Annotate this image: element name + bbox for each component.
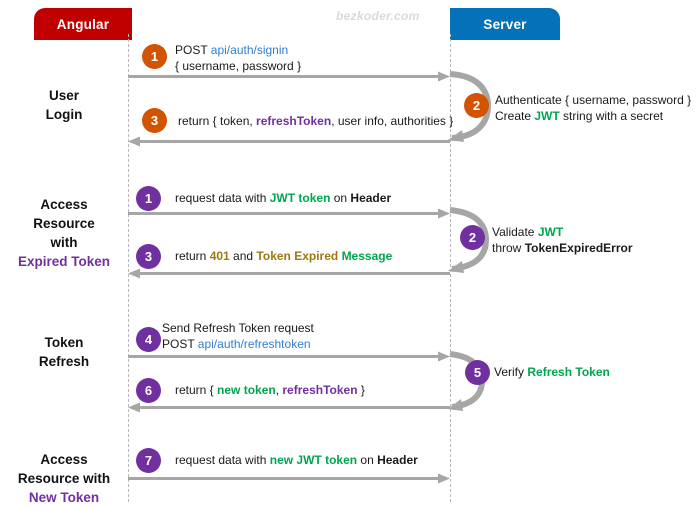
step-bullet-8[interactable]: 5 bbox=[465, 360, 490, 385]
message-request-with-jwt: request data with JWT token on Header bbox=[175, 190, 391, 206]
msg-text: , user info, authorities } bbox=[331, 114, 454, 128]
message-post-signin: POST api/auth/signin { username, passwor… bbox=[175, 42, 301, 74]
msg-refresh-token: refreshToken bbox=[256, 114, 332, 128]
message-verify-refresh-token: Verify Refresh Token bbox=[494, 364, 610, 380]
msg-new-jwt-token: new JWT token bbox=[269, 453, 358, 467]
stage-line-1: Access bbox=[40, 452, 88, 467]
selfloop-validate-jwt bbox=[448, 204, 492, 276]
arrow-request-refresh bbox=[128, 351, 450, 362]
arrow-response-401 bbox=[128, 268, 450, 279]
stage-label-token-refresh: Token Refresh bbox=[0, 333, 128, 371]
msg-text: return { token, bbox=[178, 114, 257, 128]
step-bullet-7[interactable]: 4 bbox=[136, 327, 161, 352]
msg-payload: { username, password } bbox=[175, 59, 302, 73]
stage-line-1: User bbox=[48, 88, 80, 103]
message-return-401: return 401 and Token Expired Message bbox=[175, 248, 392, 264]
stage-line-1: Token bbox=[44, 335, 84, 350]
message-request-with-new-jwt: request data with new JWT token on Heade… bbox=[175, 452, 418, 468]
stage-line-3: New Token bbox=[28, 490, 100, 505]
message-return-tokens: return { token, refreshToken, user info,… bbox=[178, 113, 453, 129]
actor-header-angular: Angular bbox=[34, 8, 132, 40]
msg-jwt: JWT bbox=[537, 225, 564, 239]
msg-jwt: JWT bbox=[534, 109, 560, 123]
stage-line-2: Resource with bbox=[17, 471, 111, 486]
msg-text: Create bbox=[495, 109, 535, 123]
msg-endpoint: api/auth/refreshtoken bbox=[197, 337, 311, 351]
step-bullet-2[interactable]: 2 bbox=[464, 93, 489, 118]
step-bullet-9[interactable]: 6 bbox=[136, 378, 161, 403]
msg-header: Header bbox=[350, 191, 392, 205]
arrow-request-resource-new-token bbox=[128, 473, 450, 484]
stage-label-user-login: User Login bbox=[0, 86, 128, 124]
watermark-text: bezkoder.com bbox=[336, 9, 420, 23]
lifeline-angular bbox=[128, 34, 129, 502]
msg-text: POST bbox=[162, 337, 198, 351]
msg-header: Header bbox=[377, 453, 418, 467]
msg-text: Send Refresh Token request bbox=[162, 321, 314, 335]
message-return-new-token: return { new token, refreshToken } bbox=[175, 382, 365, 398]
arrow-request-signin bbox=[128, 71, 450, 82]
stage-line-3: with bbox=[50, 235, 78, 250]
msg-text: Verify bbox=[494, 365, 528, 379]
step-bullet-6[interactable]: 3 bbox=[136, 244, 161, 269]
stage-line-4: Expired Token bbox=[17, 254, 111, 269]
actor-header-server: Server bbox=[450, 8, 560, 40]
msg-text: } bbox=[357, 383, 365, 397]
msg-jwt-token: JWT token bbox=[269, 191, 331, 205]
step-bullet-1[interactable]: 1 bbox=[142, 44, 167, 69]
msg-text: , bbox=[275, 383, 283, 397]
msg-new-token: new token bbox=[217, 383, 276, 397]
msg-text: on bbox=[330, 191, 351, 205]
message-send-refresh-request: Send Refresh Token request POST api/auth… bbox=[162, 320, 314, 352]
msg-text: string with a secret bbox=[559, 109, 664, 123]
stage-label-access-expired-token: Access Resource with Expired Token bbox=[0, 195, 128, 271]
msg-text: request data with bbox=[175, 191, 270, 205]
actor-label-server: Server bbox=[483, 16, 527, 32]
lifeline-server bbox=[450, 34, 451, 502]
stage-line-2: Login bbox=[45, 107, 83, 122]
msg-text: request data with bbox=[175, 453, 270, 467]
stage-line-1: Access bbox=[40, 197, 88, 212]
message-validate-jwt: Validate JWT throw TokenExpiredError bbox=[492, 224, 633, 256]
msg-token-expired: Token Expired bbox=[256, 249, 342, 263]
msg-status-401: 401 bbox=[209, 249, 230, 263]
msg-refresh-token: refreshToken bbox=[282, 383, 358, 397]
msg-text: POST bbox=[175, 43, 211, 57]
msg-text: Validate bbox=[492, 225, 538, 239]
message-authenticate: Authenticate { username, password } Crea… bbox=[495, 92, 691, 124]
msg-text: on bbox=[357, 453, 378, 467]
msg-text: return bbox=[175, 249, 210, 263]
msg-message: Message bbox=[341, 249, 393, 263]
msg-error: TokenExpiredError bbox=[524, 241, 633, 255]
msg-text: Authenticate { username, password } bbox=[495, 93, 692, 107]
step-bullet-10[interactable]: 7 bbox=[136, 448, 161, 473]
msg-text: return { bbox=[175, 383, 218, 397]
msg-refresh-token: Refresh Token bbox=[527, 365, 610, 379]
msg-text: and bbox=[229, 249, 257, 263]
stage-line-2: Resource bbox=[33, 216, 95, 231]
msg-text: throw bbox=[492, 241, 525, 255]
stage-label-access-new-token: Access Resource with New Token bbox=[0, 450, 128, 507]
msg-endpoint: api/auth/signin bbox=[210, 43, 289, 57]
arrow-response-new-token bbox=[128, 402, 450, 413]
actor-label-angular: Angular bbox=[56, 16, 110, 32]
step-bullet-3[interactable]: 3 bbox=[142, 108, 167, 133]
arrow-request-resource bbox=[128, 208, 450, 219]
arrow-response-tokens bbox=[128, 136, 450, 147]
step-bullet-4[interactable]: 1 bbox=[136, 186, 161, 211]
step-bullet-5[interactable]: 2 bbox=[460, 225, 485, 250]
stage-line-2: Refresh bbox=[38, 354, 90, 369]
